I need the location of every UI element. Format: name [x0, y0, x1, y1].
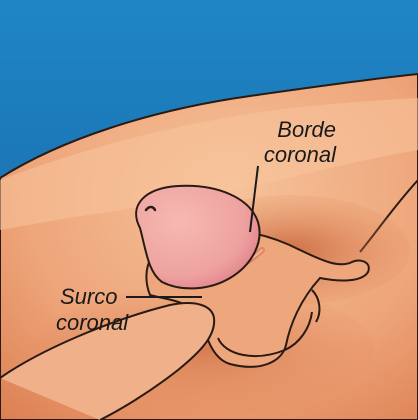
surco-coronal-label-line1: Surco [60, 284, 117, 309]
borde-coronal-label-line1: Borde [277, 117, 336, 142]
surco-coronal-label-line2: coronal [56, 310, 129, 335]
borde-coronal-label-line2: coronal [264, 142, 337, 167]
